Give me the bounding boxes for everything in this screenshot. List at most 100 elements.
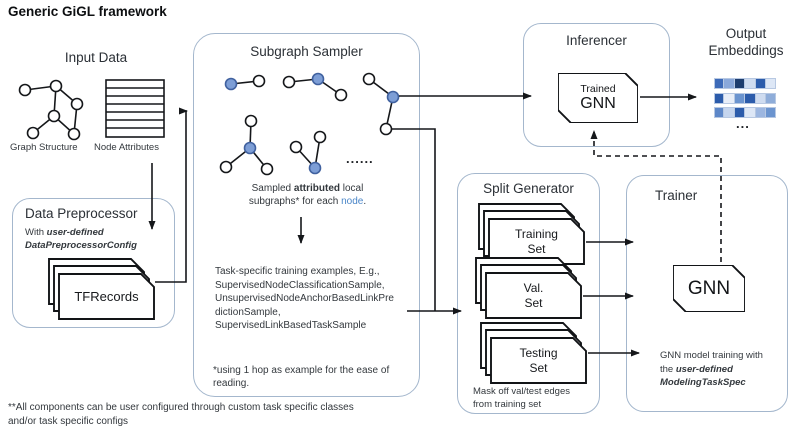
embedding-cell [765, 92, 777, 104]
training-set-label: Training Set [489, 219, 584, 264]
testing-set-label: Testing Set [491, 338, 586, 383]
embedding-row [714, 92, 777, 104]
embedding-cell [755, 92, 766, 104]
gnn-chip: GNN [672, 264, 746, 313]
embedding-cell [734, 92, 746, 104]
output-label-line: Embeddings [708, 42, 784, 58]
embedding-cell [724, 107, 735, 118]
input-data-label: Input Data [64, 50, 128, 65]
caption-pre: Sampled [251, 183, 294, 194]
task-line: UnsupervisedNodeAnchorBasedLinkPre [215, 293, 394, 305]
subgraph-sampler-box: Subgraph Sampler ...... Sampled attribut… [193, 33, 420, 397]
note-user-defined: user-defined [675, 363, 733, 375]
output-embeddings-grid [714, 78, 777, 122]
trainer-note: GNN model training with the user-defined… [660, 349, 784, 390]
embedding-cell [765, 78, 777, 89]
footnote-line: **All components can be user configured … [8, 402, 354, 413]
split-caption-line: Mask off val/test edges [473, 386, 570, 397]
trained-gnn-chip: Trained GNN [557, 72, 639, 124]
trainer-box: Trainer GNN GNN model training with the … [626, 175, 788, 412]
stack-label-line: Training [515, 226, 558, 241]
sampler-footnote: *using 1 hop as example for the ease of … [213, 364, 408, 390]
trainer-note-line: GNN model training with [660, 350, 763, 361]
output-embeddings-label: Output Embeddings [695, 26, 797, 59]
testing-set-stack: Testing Set [477, 315, 593, 385]
training-set-stack-shape [478, 203, 585, 265]
task-line: SupervisedNodeClassificationSample, [215, 279, 385, 291]
training-set-stack: Training Set [475, 196, 591, 266]
task-line: dictionSample, [215, 306, 281, 318]
trainer-note-line: the user-defined [660, 363, 784, 377]
node-attributes-table [105, 79, 165, 138]
embedding-cell [714, 92, 725, 104]
val-set-stack: Val. Set [472, 250, 588, 320]
embedding-cell [724, 92, 735, 104]
data-preprocessor-box: Data Preprocessor With user-defined Data… [12, 198, 175, 328]
caption-post: local [340, 183, 364, 194]
subgraph-sampler-title: Subgraph Sampler [250, 44, 363, 59]
sampler-footnote-line: *using 1 hop as example for the ease of [213, 365, 390, 376]
note-config: DataPreprocessorConfig [25, 239, 137, 251]
val-set-stack-shape [475, 257, 582, 319]
tfrecords-stack: TFRecords [45, 251, 161, 321]
embedding-cell [714, 107, 725, 118]
embedding-cell [765, 107, 777, 118]
trained-label: Trained [580, 83, 616, 95]
split-generator-caption: Mask off val/test edges from training se… [473, 386, 598, 411]
data-preprocessor-note: With user-defined DataPreprocessorConfig [25, 227, 170, 252]
tfrecords-label: TFRecords [74, 289, 139, 304]
sampler-footnote-line: reading. [213, 378, 250, 389]
note-modeling-task-spec: ModelingTaskSpec [660, 377, 746, 388]
note-emphasis: user-defined [46, 227, 104, 238]
caption2-pre: subgraphs* for each [248, 196, 342, 207]
note-the: the [660, 363, 676, 375]
inferencer-box: Inferencer Trained GNN [523, 23, 670, 147]
trainer-note-line: ModelingTaskSpec [660, 376, 784, 390]
embedding-row [714, 107, 777, 118]
sampler-task-text: Task-specific training examples, E.g., S… [215, 265, 405, 333]
embedding-cell [745, 107, 756, 118]
data-preprocessor-title: Data Preprocessor [25, 206, 138, 221]
split-generator-title: Split Generator [483, 181, 574, 196]
embedding-cell [745, 78, 756, 89]
embedding-cell [724, 78, 735, 89]
output-ellipsis: ... [736, 116, 750, 131]
testing-set-stack-shape [480, 322, 587, 384]
embedding-cell [734, 78, 746, 89]
task-line: Task-specific training examples, E.g., [215, 266, 380, 277]
sampler-caption: Sampled attributed local subgraphs* for … [224, 182, 391, 208]
bottom-footnote: **All components can be user configured … [8, 401, 428, 429]
embedding-cell [714, 78, 725, 89]
tfrecords-stack-shape [48, 258, 155, 320]
node-attributes-label: Node Attributes [94, 142, 159, 153]
output-label-line: Output [725, 26, 767, 41]
graph-structure-label: Graph Structure [10, 142, 78, 153]
inferencer-title: Inferencer [566, 33, 627, 48]
task-line: SupervisedLinkBasedTaskSample [215, 320, 367, 332]
note-prefix: With [25, 227, 47, 238]
caption2-end: . [363, 196, 367, 207]
gnn-label: GNN [580, 95, 616, 112]
stack-label-line: Set [529, 360, 548, 375]
split-caption-line: from training set [473, 398, 542, 410]
stack-label-line: Val. [523, 280, 544, 295]
footnote-line: and/or task specific configs [8, 416, 129, 427]
stack-label-line: Testing [519, 345, 558, 360]
trained-gnn-label: Trained GNN [558, 73, 638, 123]
split-generator-box: Split Generator Training Set Val. Set [457, 173, 600, 414]
embedding-cell [755, 107, 766, 118]
sampler-ellipsis: ...... [346, 151, 374, 166]
stack-label-line: Set [524, 295, 543, 310]
val-set-label: Val. Set [486, 273, 581, 318]
embedding-cell [755, 78, 766, 89]
input-graph-figure [18, 79, 84, 141]
embedding-row [714, 78, 777, 89]
gnn-chip-label: GNN [687, 277, 731, 299]
caption-bold: attributed [293, 183, 340, 194]
embedding-cell [745, 92, 756, 104]
embedding-cell [734, 107, 746, 118]
stack-label-line: Set [527, 241, 546, 256]
diagram-title: Generic GiGL framework [8, 4, 167, 19]
trainer-title: Trainer [655, 188, 698, 203]
